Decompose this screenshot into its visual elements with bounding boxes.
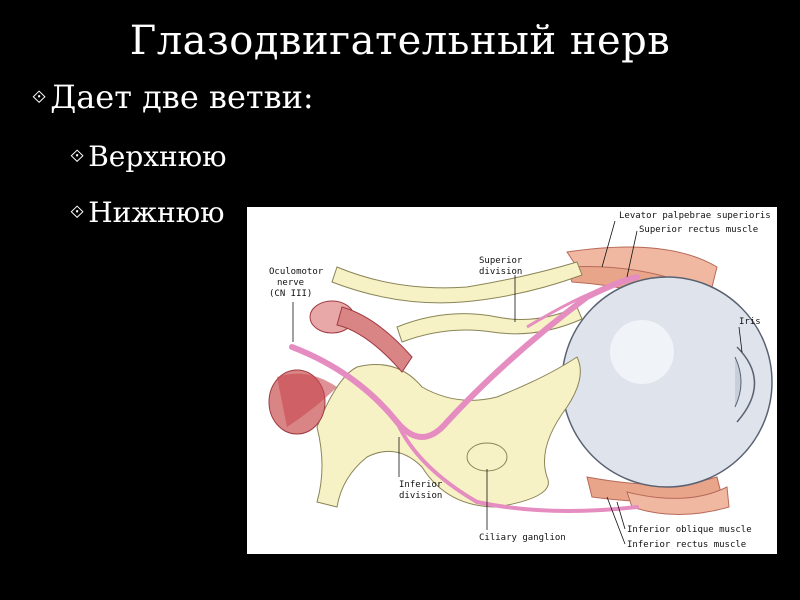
superior-division-branch <box>526 285 608 329</box>
label-oculomotor-2: nerve <box>277 278 304 288</box>
connective-band-middle <box>396 306 583 343</box>
anatomy-drawing: Oculomotor nerve (CN III) Superior divis… <box>268 211 773 550</box>
bullet-text: Дает две ветви: <box>50 78 314 116</box>
label-inferior-division-2: division <box>399 491 442 501</box>
artery-lower-detail <box>277 373 337 427</box>
bullet-text: Нижнюю <box>88 196 225 229</box>
eyeball-highlight <box>610 320 674 384</box>
bullet-lower: ⟐ Нижнюю <box>70 196 224 229</box>
oculomotor-nerve-illustration: Oculomotor nerve (CN III) Superior divis… <box>247 207 777 554</box>
label-superior-division-1: Superior <box>479 256 523 266</box>
slide-title: Глазодвигательный нерв <box>129 18 671 64</box>
orbital-tissue <box>316 356 581 508</box>
bullet-text: Верхнюю <box>88 140 227 173</box>
oculomotor-nerve <box>289 274 640 440</box>
label-ciliary-ganglion: Ciliary ganglion <box>479 533 566 543</box>
diamond-dot-icon: ⟐ <box>70 202 85 223</box>
bullet-gives-two-branches: ⟐ Дает две ветви: <box>32 78 314 116</box>
diamond-dot-icon: ⟐ <box>70 146 85 167</box>
bullet-upper: ⟐ Верхнюю <box>70 140 226 173</box>
label-superior-rectus: Superior rectus muscle <box>639 225 758 235</box>
artery-upper <box>336 306 413 373</box>
label-inferior-rectus: Inferior rectus muscle <box>627 540 746 550</box>
ciliary-ganglion <box>466 442 508 472</box>
diamond-dot-icon: ⟐ <box>32 86 47 108</box>
label-inferior-division-1: Inferior <box>399 480 443 490</box>
label-levator: Levator palpebrae superioris <box>619 211 771 221</box>
label-oculomotor-3: (CN III) <box>269 289 312 299</box>
connective-band-upper <box>331 261 583 304</box>
leader-lines <box>292 220 743 545</box>
label-oculomotor-1: Oculomotor <box>269 267 324 277</box>
label-inferior-oblique: Inferior oblique muscle <box>627 525 752 535</box>
cornea <box>736 346 756 423</box>
iris-shape <box>734 356 742 408</box>
label-iris: Iris <box>739 317 761 327</box>
inferior-division-nerve <box>395 420 639 513</box>
inferior-oblique-muscle <box>626 486 730 515</box>
label-superior-division-2: division <box>479 267 522 277</box>
